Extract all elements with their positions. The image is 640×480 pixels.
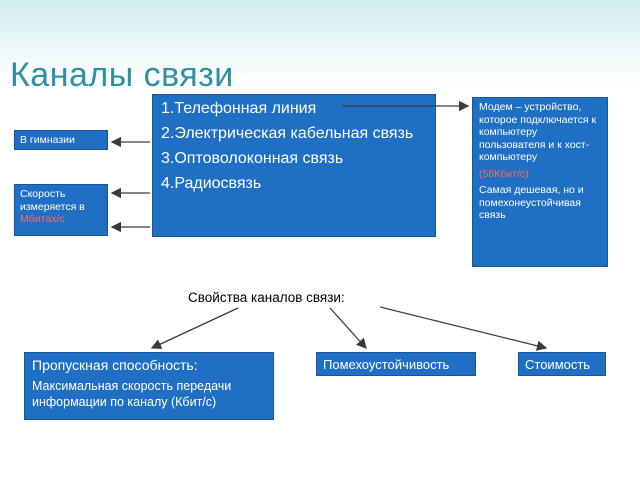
properties-label: Свойства каналов связи: — [188, 290, 345, 305]
noise-immunity-text: Помехоустойчивость — [323, 357, 450, 372]
channel-item-phone: 1.Телефонная линия — [161, 100, 317, 117]
modem-speed: (56Кбит/с) — [479, 167, 529, 180]
bandwidth-text: Максимальная скорость передачи информаци… — [32, 379, 232, 409]
modem-note: Самая дешевая, но и помехонеустойчивая с… — [479, 184, 584, 221]
channel-types-box: 1.Телефонная линия 2.Электрическая кабел… — [152, 94, 436, 237]
speed-box: Скорость измеряется в Мбитах/с — [14, 184, 108, 236]
gymnasium-box: В гимназии — [14, 130, 108, 150]
noise-immunity-box: Помехоустойчивость — [316, 352, 476, 376]
speed-text: Скорость измеряется в — [20, 188, 85, 213]
channel-item-radio: 4.Радиосвязь — [161, 175, 262, 192]
modem-description: Модем – устройство, которое подключается… — [479, 101, 597, 163]
channel-item-fiber: 3.Оптоволоконная связь — [161, 150, 344, 167]
arrow-to-cost — [379, 306, 548, 351]
arrow-to-noise-immunity — [329, 307, 367, 349]
arrow-to-bandwidth — [150, 307, 239, 349]
bandwidth-box: Пропускная способность: Максимальная ско… — [24, 352, 274, 420]
channel-item-cable: 2.Электрическая кабельная связь — [161, 125, 414, 142]
speed-unit: Мбитах/с — [20, 213, 65, 225]
gymnasium-text: В гимназии — [20, 134, 75, 146]
bandwidth-heading: Пропускная способность: — [32, 357, 198, 373]
cost-text: Стоимость — [525, 357, 591, 372]
slide-title: Каналы связи — [10, 56, 234, 94]
cost-box: Стоимость — [518, 352, 606, 376]
modem-box: Модем – устройство, которое подключается… — [472, 97, 608, 267]
